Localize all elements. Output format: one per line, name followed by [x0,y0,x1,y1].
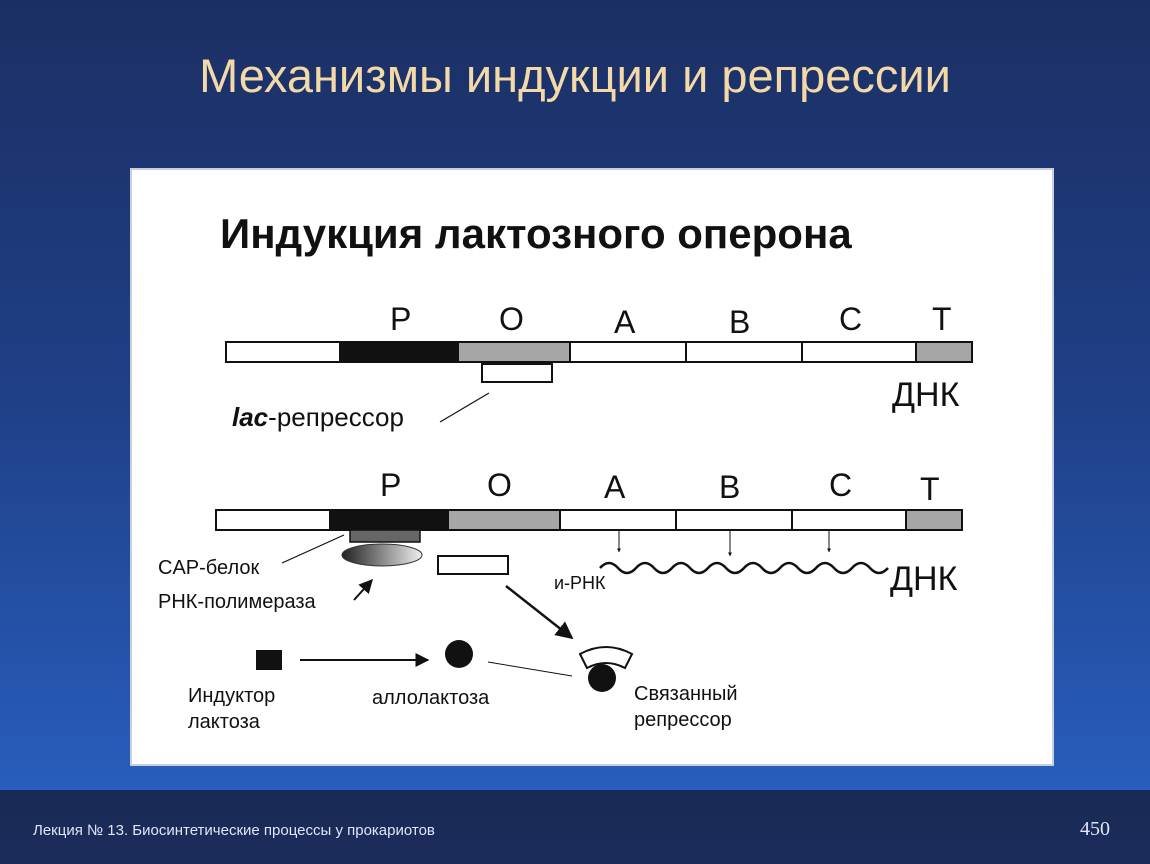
bottom-gene-labels: P O A B C T [380,467,940,507]
lac-repressor-label: lac-репрессор [232,402,404,432]
bound-repressor-label-line2: репрессор [634,709,732,731]
bottom-label-b: B [719,469,740,505]
rna-polymerase-label: РНК-полимераза [158,591,317,613]
bottom-segment-leader [215,509,331,531]
bottom-label-t: T [920,471,940,507]
top-repressor-block [481,363,553,383]
inducer-label-line1: Индуктор [188,685,275,707]
bottom-segment-terminator [905,509,963,531]
bound-allolactose-shape [588,664,616,692]
cap-protein-shape [341,543,423,567]
top-segment-gene-a [569,341,687,363]
top-segment-leader [225,341,341,363]
top-segment-promoter [339,341,459,363]
top-gene-labels: P O A B C T [390,301,952,340]
allolactose-shape [445,640,473,668]
bottom-label-p: P [380,467,401,503]
cap-pointer-line [281,534,345,564]
top-label-b: B [729,304,750,340]
bottom-segment-gene-b [675,509,793,531]
mrna-wave [599,561,889,575]
bottom-segment-gene-a [559,509,677,531]
repressor-rest: -репрессор [268,402,404,432]
repressor-pointer-line [439,392,490,423]
free-repressor-block [437,555,509,575]
transcription-arrows [617,530,831,557]
bottom-label-c: C [829,467,852,503]
bottom-dna-label: ДНК [890,560,958,598]
polymerase-pointer-arrow [353,578,373,601]
top-segment-gene-b [685,341,803,363]
top-label-c: C [839,301,862,337]
top-segment-operator [457,341,571,363]
mrna-label: и-РНК [554,573,606,593]
lac-italic: lac [232,402,269,432]
diagram-title: Индукция лактозного оперона [220,210,852,257]
operon-diagram: Индукция лактозного оперона P O A B C T … [158,210,973,733]
top-segment-gene-c [801,341,917,363]
rna-polymerase-shape [349,529,421,543]
bottom-segment-gene-c [791,509,907,531]
bottom-dna-strand [215,509,963,531]
top-dna-label: ДНК [892,376,960,414]
bottom-segment-operator [447,509,561,531]
operon-figure: Индукция лактозного оперона P O A B C T … [130,168,1054,766]
top-label-o: O [499,301,524,337]
inducer-lactose-shape [256,650,282,670]
bound-repressor-label-line1: Связанный [634,683,738,705]
footer-band [0,790,1150,864]
top-dna-strand [225,341,973,363]
bottom-label-o: O [487,467,512,503]
cap-protein-label: CAP-белок [158,557,259,579]
repressor-binding-arrow [505,585,574,640]
inducer-label-line2: лактоза [188,711,261,733]
top-segment-terminator [915,341,973,363]
top-label-p: P [390,301,411,337]
allolactose-label: аллолактоза [372,687,490,709]
slide-title: Механизмы индукции и репрессии [199,49,951,102]
footer-lecture-title: Лекция № 13. Биосинтетические процессы у… [33,822,435,839]
page-number: 450 [1080,818,1110,840]
top-label-a: A [614,304,636,340]
bound-repressor-shape [578,646,634,670]
bottom-label-a: A [604,469,626,505]
top-label-t: T [932,301,952,337]
allolactose-binding-line [487,661,573,677]
bottom-segment-promoter [329,509,449,531]
